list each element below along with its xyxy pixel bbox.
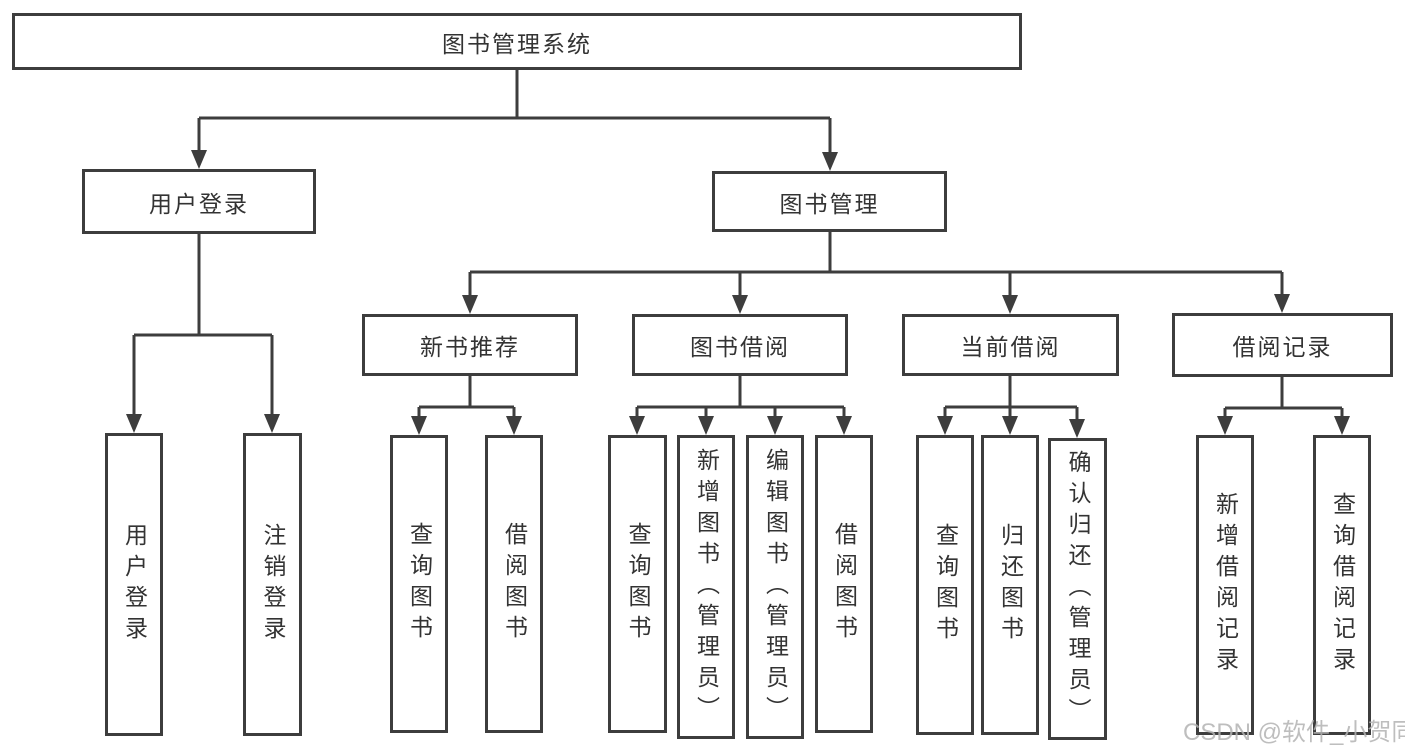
arrowhead <box>264 414 280 433</box>
node-label: 图书管理系统 <box>442 30 592 57</box>
arrowhead <box>937 416 953 435</box>
arrowhead <box>732 295 748 314</box>
arrowhead <box>767 416 783 435</box>
arrowhead <box>411 416 427 435</box>
arrowhead <box>629 416 645 435</box>
node-leaf-borrow-books-2: 借阅图书 <box>815 435 873 733</box>
node-leaf-query-borrow-record: 查询借阅记录 <box>1313 435 1371 735</box>
node-label: 归还图书 <box>997 523 1024 647</box>
arrowhead <box>1334 416 1350 435</box>
node-label: 查询图书 <box>625 522 651 646</box>
node-label: 编辑图书（管理员） <box>762 447 789 727</box>
node-leaf-add-book-admin: 新增图书（管理员） <box>677 435 735 739</box>
node-label: 查询图书 <box>932 523 959 647</box>
node-leaf-logout: 注销登录 <box>243 433 302 736</box>
node-book-management: 图书管理 <box>712 171 947 232</box>
arrowhead <box>698 416 714 435</box>
node-label: 图书管理 <box>779 190 880 217</box>
node-new-book-recommend: 新书推荐 <box>362 314 578 376</box>
connector-current-borrow-branch <box>943 376 1079 420</box>
node-leaf-query-books-1: 查询图书 <box>390 435 448 733</box>
arrowhead <box>1217 416 1233 435</box>
node-label: 借阅图书 <box>501 522 528 646</box>
node-label: 借阅记录 <box>1232 334 1333 360</box>
node-leaf-return-books: 归还图书 <box>981 435 1039 735</box>
node-label: 查询借阅记录 <box>1329 492 1356 678</box>
node-label: 确认归还（管理员） <box>1065 449 1091 729</box>
connector-book-borrow-branch <box>635 376 846 418</box>
arrowhead <box>836 416 852 435</box>
connector-new-book-branch <box>417 376 516 418</box>
node-leaf-edit-book-admin: 编辑图书（管理员） <box>746 435 804 739</box>
arrowhead <box>1069 419 1085 438</box>
node-label: 用户登录 <box>121 522 148 647</box>
node-label: 当前借阅 <box>960 334 1061 360</box>
arrowhead <box>1002 295 1018 314</box>
connector-user-login-branch <box>132 234 274 417</box>
node-label: 用户登录 <box>149 190 249 217</box>
node-leaf-query-books-3: 查询图书 <box>916 435 974 735</box>
connector-borrow-records-branch <box>1223 377 1344 418</box>
node-leaf-borrow-books-1: 借阅图书 <box>485 435 543 733</box>
arrowhead <box>506 416 522 435</box>
csdn-watermark: CSDN @软件_小贺同学 <box>1183 719 1405 746</box>
node-label: 借阅图书 <box>831 522 858 646</box>
arrowhead <box>126 414 142 433</box>
connector-book-management-branch <box>468 232 1284 297</box>
node-user-login: 用户登录 <box>82 169 316 234</box>
node-label: 新增图书（管理员） <box>693 447 720 727</box>
arrowhead <box>191 150 207 169</box>
node-current-borrow: 当前借阅 <box>902 314 1119 376</box>
arrowhead <box>822 152 838 171</box>
node-label: 图书借阅 <box>690 334 790 360</box>
node-borrow-records: 借阅记录 <box>1172 313 1393 377</box>
node-label: 新增借阅记录 <box>1212 492 1239 678</box>
arrowhead <box>1002 416 1018 435</box>
connector-root-to-level2 <box>197 69 832 154</box>
node-label: 查询图书 <box>406 522 433 646</box>
node-label: 新书推荐 <box>420 334 520 360</box>
node-leaf-user-login: 用户登录 <box>105 433 163 736</box>
node-library-management-system: 图书管理系统 <box>12 13 1022 70</box>
node-leaf-add-borrow-record: 新增借阅记录 <box>1196 435 1254 735</box>
node-book-borrow: 图书借阅 <box>632 314 848 376</box>
node-leaf-confirm-return-admin: 确认归还（管理员） <box>1048 438 1107 740</box>
arrowheads <box>126 150 1350 438</box>
arrowhead <box>462 295 478 314</box>
node-leaf-query-books-2: 查询图书 <box>608 435 667 733</box>
arrowhead <box>1274 294 1290 313</box>
node-label: 注销登录 <box>260 522 286 647</box>
